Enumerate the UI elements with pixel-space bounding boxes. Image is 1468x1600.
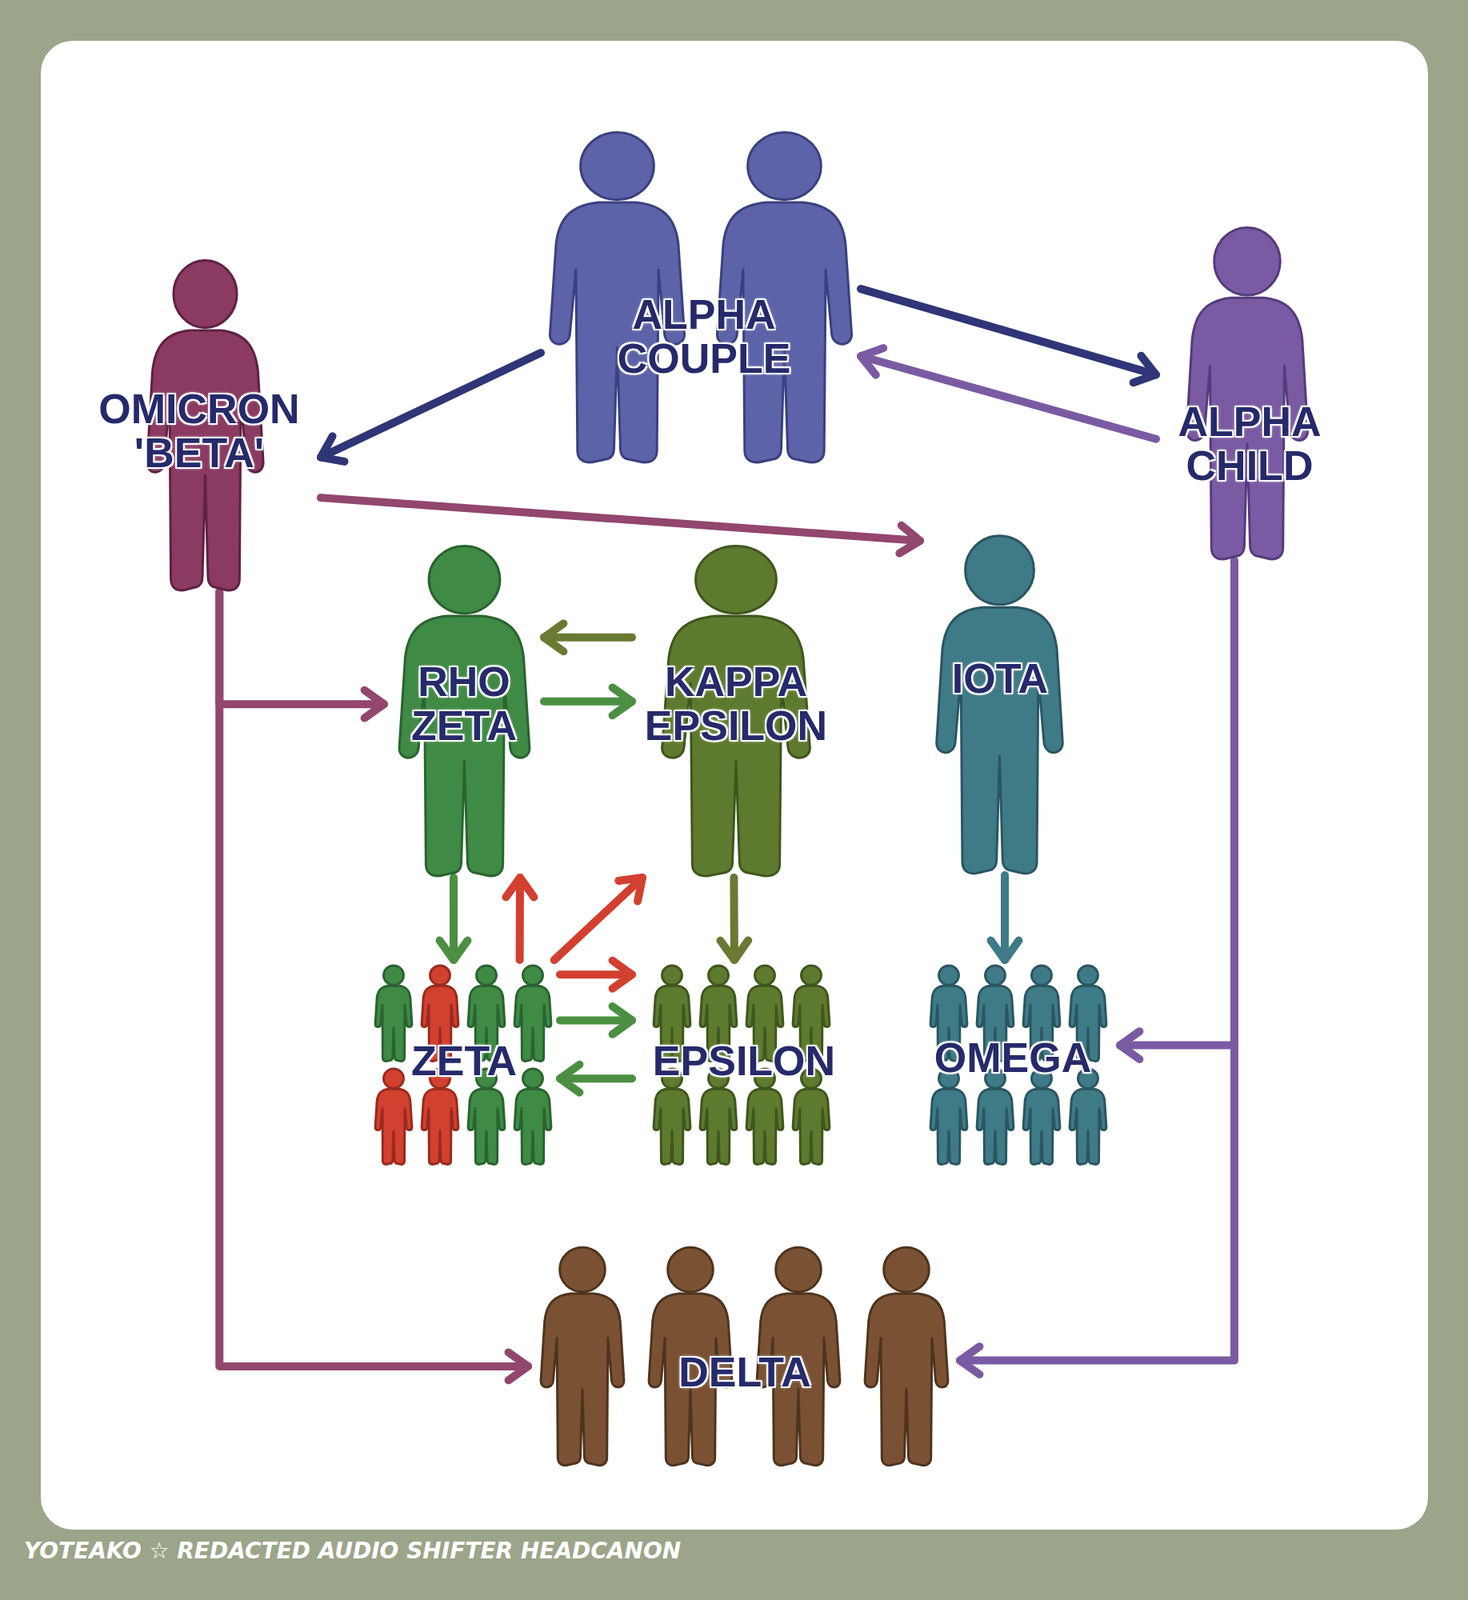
connector-arrow xyxy=(1120,560,1235,1060)
connector-line xyxy=(320,352,541,458)
node-label: ALPHA COUPLE xyxy=(584,292,824,380)
figure-node: OMEGA xyxy=(920,960,1120,1168)
node-label: ALPHA CHILD xyxy=(1159,400,1340,488)
arrow-head xyxy=(364,690,384,719)
arrow-head xyxy=(618,877,643,901)
label-wrap: IOTA xyxy=(921,656,1079,701)
connector-arrow xyxy=(554,877,643,960)
person-figure xyxy=(1020,1067,1063,1165)
label-wrap: KAPPA EPSILON xyxy=(633,660,839,748)
watermark-box: YOTEAKO ☆ REDACTED AUDIO SHIFTER HEADCAN… xyxy=(24,1537,681,1564)
label-wrap: OMICRON 'BETA' xyxy=(84,387,315,475)
connector-arrow xyxy=(219,592,384,719)
figure-node: ZETA xyxy=(368,960,560,1168)
arrow-head xyxy=(320,436,345,461)
connector-arrow xyxy=(544,687,632,716)
connector-line xyxy=(516,877,524,960)
person-figure xyxy=(512,964,554,1062)
arrow-head xyxy=(860,348,884,376)
connector-line xyxy=(860,356,1156,439)
label-wrap: ZETA xyxy=(369,1039,559,1084)
figure-node: OMICRON 'BETA' xyxy=(87,255,321,592)
connector-arrow xyxy=(560,1064,632,1093)
arrow-head xyxy=(560,1064,580,1093)
connector-arrow xyxy=(560,960,632,989)
arrow-head xyxy=(720,940,748,960)
node-label: EPSILON xyxy=(633,1039,855,1084)
connector-arrow xyxy=(320,352,541,462)
node-label: DELTA xyxy=(530,1350,960,1395)
connector-arrow xyxy=(860,348,1156,440)
connector-line xyxy=(1000,875,1009,960)
arrow-head xyxy=(1133,356,1156,383)
label-wrap: ALPHA CHILD xyxy=(1159,400,1340,488)
connector-line xyxy=(544,633,632,642)
connector-line xyxy=(320,497,920,541)
arrow-head xyxy=(505,877,534,897)
person-figure xyxy=(928,1067,970,1165)
figure-node: RHO ZETA xyxy=(384,540,544,878)
figure-node: EPSILON xyxy=(632,960,856,1168)
arrow-head xyxy=(899,525,920,554)
person-figure xyxy=(928,530,1072,876)
connector-line xyxy=(449,877,458,960)
arrow-head xyxy=(508,1352,528,1380)
connector-line xyxy=(860,288,1156,375)
figure-node: IOTA xyxy=(920,530,1080,876)
arrow-head xyxy=(991,940,1020,960)
arrow-head xyxy=(1120,1031,1140,1060)
arrow-head xyxy=(440,940,468,960)
connector-arrow xyxy=(505,877,534,960)
label-wrap: RHO ZETA xyxy=(385,660,543,748)
connector-line xyxy=(219,592,384,704)
figure-node: ALPHA CHILD xyxy=(1156,222,1340,561)
connector-line xyxy=(554,877,643,960)
node-label: IOTA xyxy=(921,656,1079,701)
label-wrap: ALPHA COUPLE xyxy=(584,292,824,380)
connector-arrow xyxy=(991,875,1020,960)
connector-arrow xyxy=(544,623,632,652)
person-figure xyxy=(512,1067,554,1165)
connector-arrow xyxy=(560,1006,632,1035)
connector-line xyxy=(1120,560,1235,1046)
person-figure xyxy=(1178,222,1316,561)
node-label: KAPPA EPSILON xyxy=(633,660,839,748)
connector-line xyxy=(544,697,632,706)
arrow-head xyxy=(960,1346,980,1375)
figure-node: DELTA xyxy=(528,1244,960,1468)
node-label: ZETA xyxy=(369,1039,559,1084)
node-label: OMICRON 'BETA' xyxy=(84,387,315,475)
label-wrap: DELTA xyxy=(530,1350,960,1395)
person-figure xyxy=(1067,1067,1109,1165)
arrow-head xyxy=(612,1006,632,1035)
connector-arrow xyxy=(720,877,748,960)
connector-arrow xyxy=(440,877,468,960)
node-label: RHO ZETA xyxy=(385,660,543,748)
person-figure xyxy=(372,964,415,1062)
person-figure xyxy=(372,1067,415,1165)
label-wrap: EPSILON xyxy=(633,1039,855,1084)
node-label: OMEGA xyxy=(914,1036,1112,1080)
arrow-head xyxy=(612,960,632,989)
connector-arrow xyxy=(320,497,920,553)
arrow-head xyxy=(612,687,632,716)
label-wrap: OMEGA xyxy=(914,1036,1112,1080)
connector-line xyxy=(729,877,739,960)
person-figure xyxy=(535,1244,630,1467)
arrow-head xyxy=(544,623,564,652)
person-figure xyxy=(974,1067,1016,1165)
figure-node: KAPPA EPSILON xyxy=(632,540,840,878)
person-figure xyxy=(859,1244,954,1467)
watermark: YOTEAKO ☆ REDACTED AUDIO SHIFTER HEADCAN… xyxy=(24,1537,681,1564)
figure-node: ALPHA COUPLE xyxy=(540,127,861,464)
